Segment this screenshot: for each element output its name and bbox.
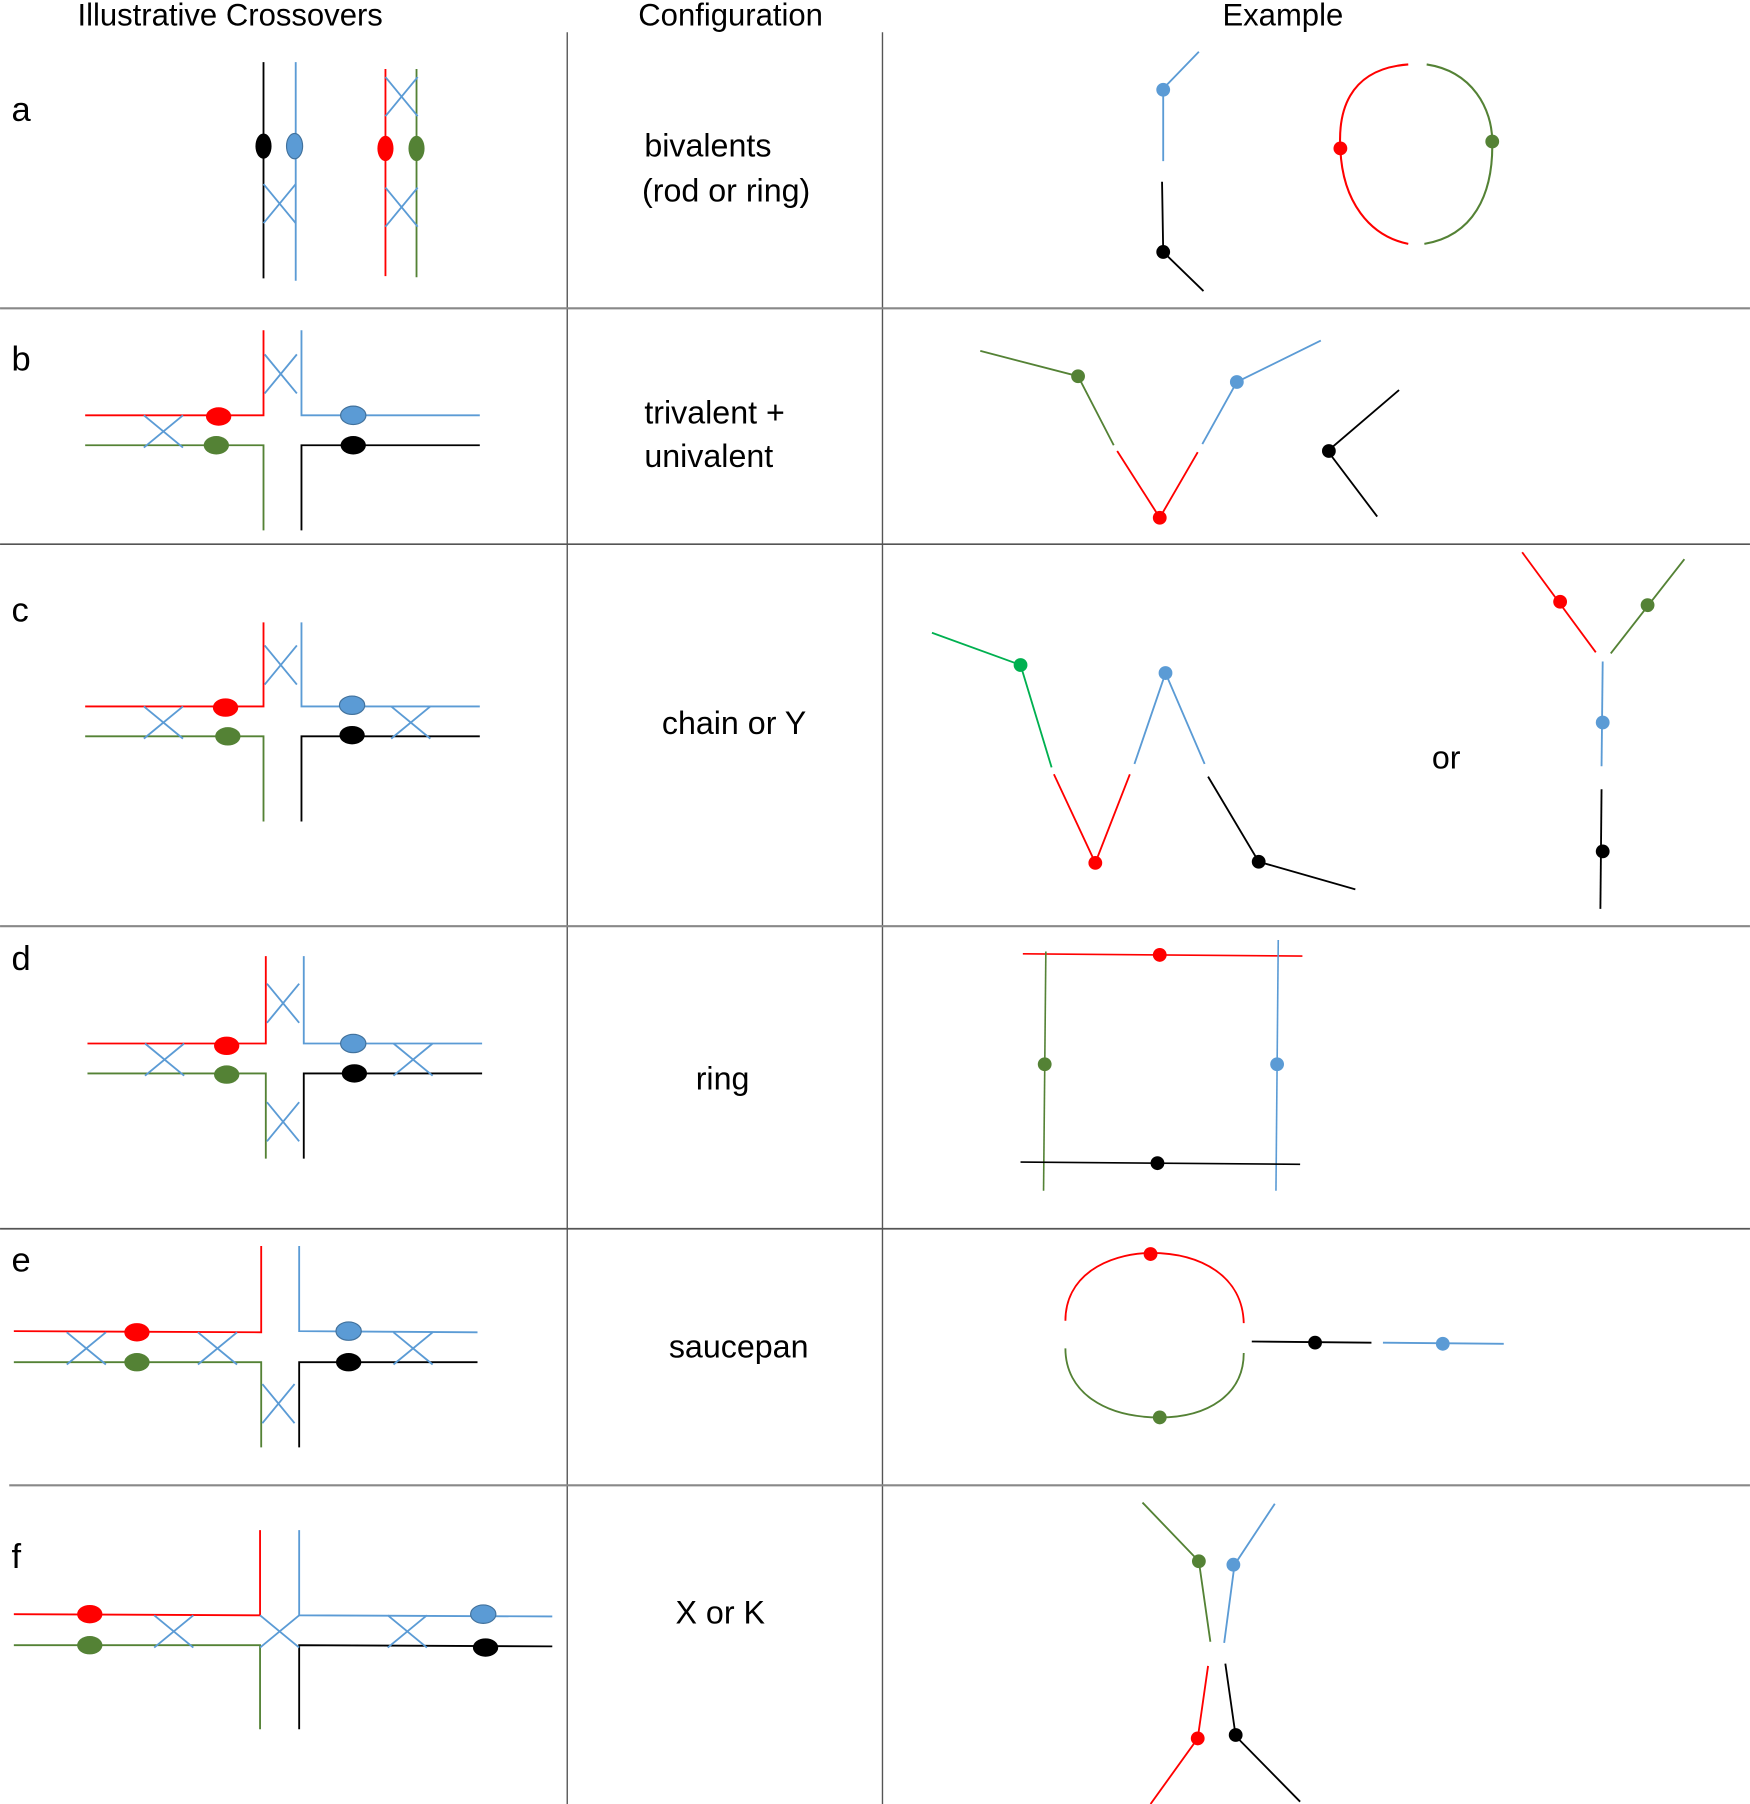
header-configuration: Configuration	[638, 0, 823, 32]
row-a-example	[1156, 51, 1500, 292]
row-f-example-x	[1141, 1501, 1301, 1804]
row-letter-a: a	[12, 91, 32, 129]
table-grid	[0, 32, 1750, 1804]
row-letter-b: b	[12, 340, 31, 378]
row-e-example-saucepan	[1064, 1247, 1504, 1425]
config-label-f: X or K	[676, 1594, 766, 1630]
row-letter-d: d	[12, 940, 31, 978]
config-label-a-line1: bivalents	[644, 127, 771, 163]
config-label-b-line2: univalent	[644, 438, 773, 474]
row-b-example	[980, 339, 1400, 525]
row-c-example-y	[1521, 551, 1686, 909]
config-label-d: ring	[696, 1061, 750, 1097]
row-d-illustration	[87, 956, 483, 1159]
example-or-label: or	[1432, 740, 1461, 776]
row-letter-f: f	[12, 1538, 22, 1576]
row-c-example-chain	[931, 631, 1356, 891]
header-illustrative-crossovers: Illustrative Crossovers	[77, 0, 382, 32]
centromere-black	[255, 133, 272, 159]
row-letter-c: c	[12, 591, 29, 629]
row-c-illustration	[85, 622, 480, 822]
row-b-illustration	[85, 330, 480, 531]
config-label-e: saucepan	[669, 1329, 809, 1365]
row-f-illustration	[13, 1530, 553, 1730]
config-label-a-line2: (rod or ring)	[642, 172, 810, 208]
row-a-illustration	[255, 62, 425, 281]
header-example: Example	[1222, 0, 1343, 32]
config-label-b-line1: trivalent +	[644, 394, 785, 430]
row-letter-e: e	[12, 1241, 31, 1279]
config-label-c: chain or Y	[662, 705, 806, 741]
row-e-illustration	[13, 1246, 478, 1448]
row-d-example-ring	[1020, 939, 1303, 1191]
